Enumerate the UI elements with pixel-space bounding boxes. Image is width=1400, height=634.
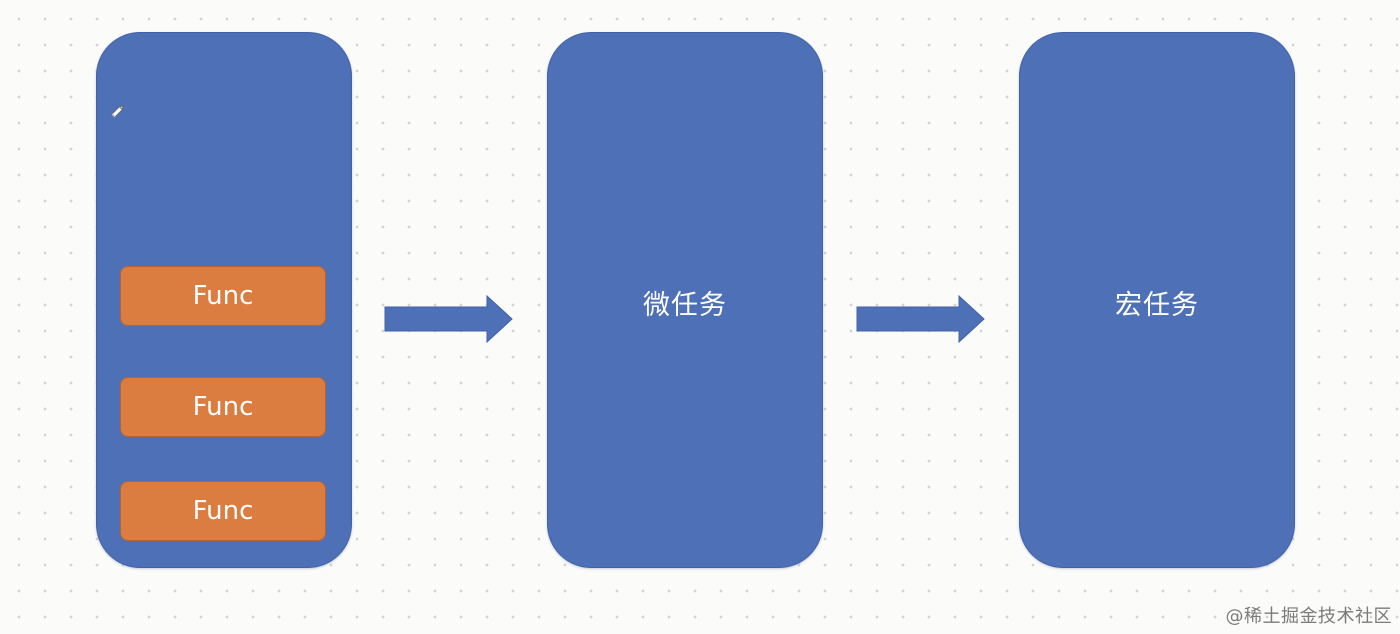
macrotask-label: 宏任务 [1115, 290, 1199, 321]
right-arrow [384, 294, 513, 344]
macrotask-panel: 宏任务 [1019, 32, 1295, 568]
watermark: @稀土掘金技术社区 [1225, 606, 1392, 627]
func-box: Func [120, 266, 326, 326]
microtask-panel: 微任务 [547, 32, 823, 568]
func-box: Func [120, 481, 326, 541]
func-box: Func [120, 377, 326, 437]
call-stack-panel: Func Func Func [96, 32, 352, 568]
pencil-icon [111, 105, 124, 118]
microtask-label: 微任务 [643, 290, 727, 321]
right-arrow [856, 294, 985, 344]
